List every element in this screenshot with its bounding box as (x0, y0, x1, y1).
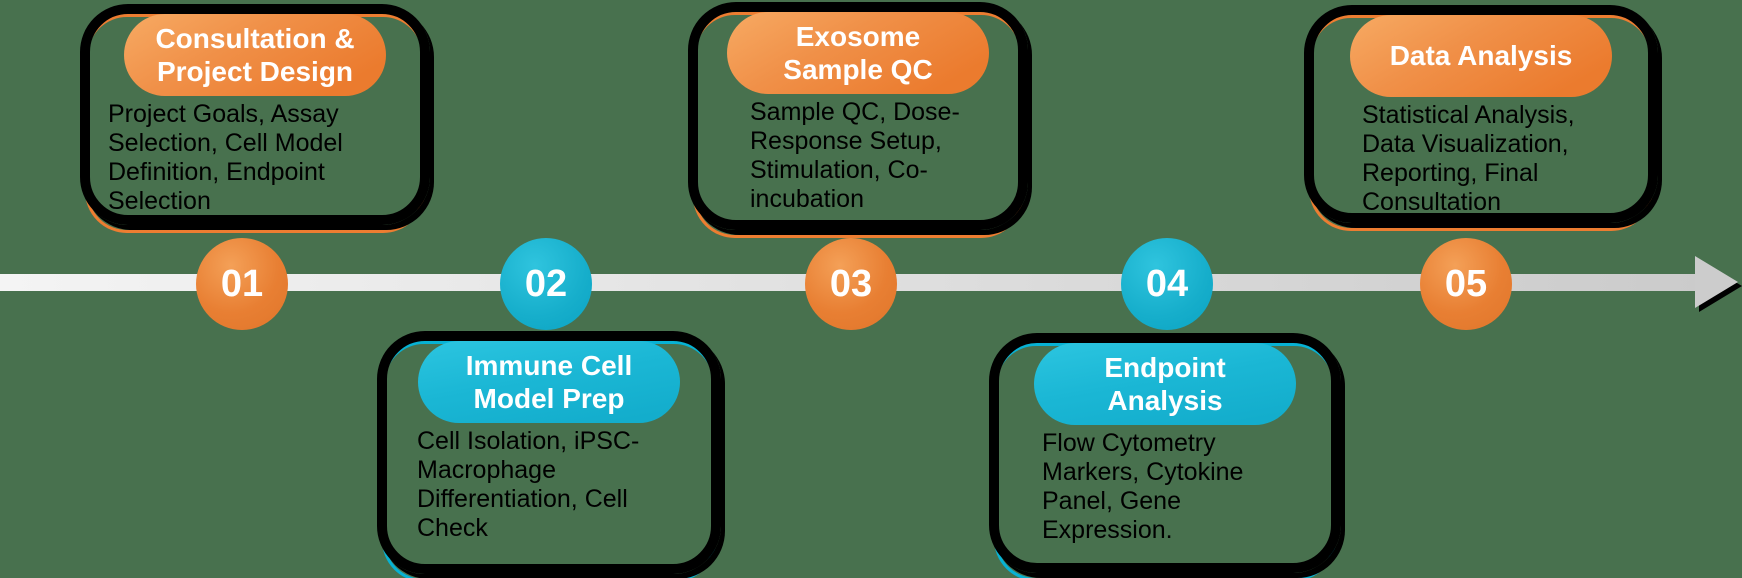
step-title-pill: Exosome Sample QC (727, 12, 989, 94)
step-title-pill: Data Analysis (1350, 15, 1612, 97)
step-title-pill: Consultation & Project Design (124, 14, 386, 96)
step-description: Project Goals, Assay Selection, Cell Mod… (108, 100, 343, 215)
step-card-1: Consultation & Project Design Project Go… (80, 4, 430, 233)
step-title: Data Analysis (1389, 40, 1573, 72)
step-card-4: Endpoint Analysis Flow Cytometry Markers… (989, 333, 1341, 578)
card-frame (688, 2, 1028, 230)
step-title: Endpoint Analysis (1104, 351, 1226, 416)
step-number: 01 (220, 262, 264, 305)
step-title-pill: Endpoint Analysis (1034, 343, 1296, 425)
step-number: 04 (1145, 262, 1189, 305)
step-number-circle-4: 04 (1121, 238, 1213, 330)
card-frame (80, 4, 430, 225)
step-number-circle-1: 01 (196, 238, 288, 330)
step-description: Sample QC, Dose-Response Setup, Stimulat… (750, 98, 960, 213)
card-frame (377, 331, 721, 574)
step-title: Exosome Sample QC (783, 20, 933, 85)
step-number: 05 (1444, 262, 1488, 305)
step-title: Consultation & Project Design (155, 22, 355, 87)
step-number-circle-3: 03 (805, 238, 897, 330)
step-description: Flow Cytometry Markers, Cytokine Panel, … (1042, 429, 1244, 544)
card-frame (989, 333, 1341, 573)
step-description: Cell Isolation, iPSC-Macrophage Differen… (417, 427, 640, 542)
step-description: Statistical Analysis, Data Visualization… (1362, 101, 1575, 216)
card-frame (1304, 5, 1658, 223)
step-number-circle-2: 02 (500, 238, 592, 330)
right-arrow-icon (1692, 250, 1742, 314)
step-title-pill: Immune Cell Model Prep (418, 341, 680, 423)
step-number: 02 (524, 262, 568, 305)
step-number-circle-5: 05 (1420, 238, 1512, 330)
step-card-3: Exosome Sample QC Sample QC, Dose-Respon… (688, 2, 1028, 238)
step-card-5: Data Analysis Statistical Analysis, Data… (1304, 5, 1658, 231)
step-number: 03 (829, 262, 873, 305)
step-card-2: Immune Cell Model Prep Cell Isolation, i… (377, 331, 721, 578)
step-title: Immune Cell Model Prep (465, 349, 633, 414)
